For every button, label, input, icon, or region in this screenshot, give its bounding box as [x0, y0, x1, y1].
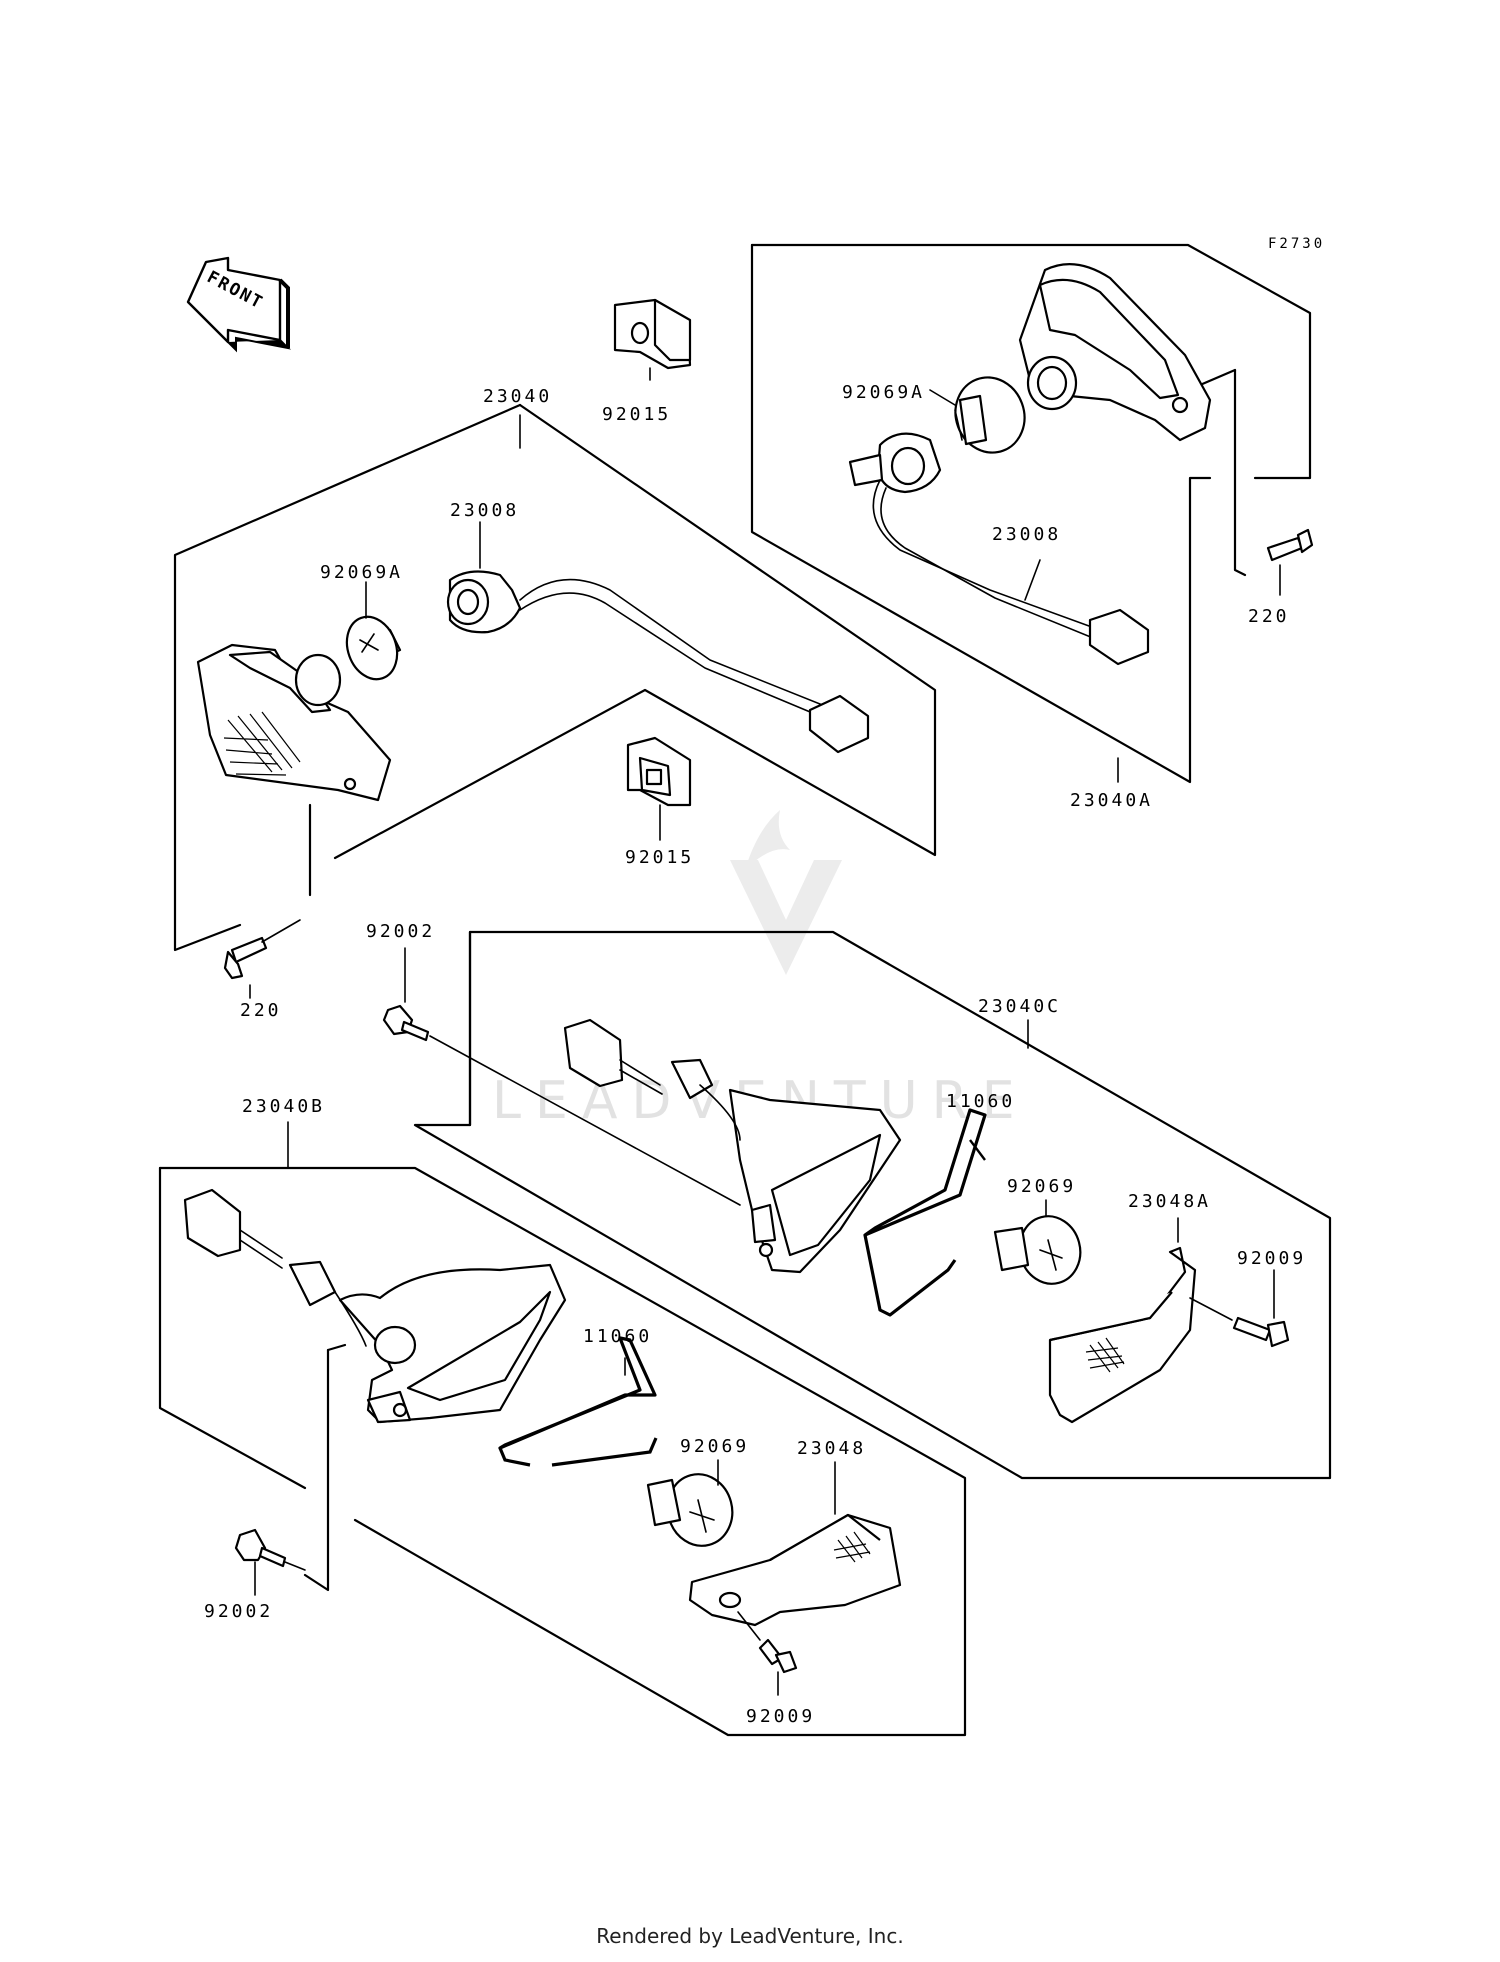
callout-92002-top: 92002	[366, 921, 435, 942]
callout-11060-left: 11060	[583, 1326, 652, 1347]
callout-92015-mid: 92015	[625, 847, 694, 868]
connector-23040c	[563, 1018, 714, 1100]
socket-23008-left	[446, 521, 870, 754]
bulb-92069-left	[646, 1459, 734, 1547]
screw-92009-right	[1189, 1269, 1290, 1348]
callout-23040: 23040	[483, 386, 552, 407]
bulb-92069-right	[993, 1199, 1082, 1285]
callout-92069a-right: 92069A	[842, 382, 925, 403]
callout-23040c: 23040C	[978, 996, 1061, 1017]
callout-92069a-left: 92069A	[320, 562, 403, 583]
turn-signal-housing-right	[1018, 263, 1212, 442]
screw-92002-bottom	[234, 1528, 306, 1596]
clip-92015-mid	[626, 736, 692, 841]
bulb-92069a-left	[345, 581, 402, 681]
callout-92009-right: 92009	[1237, 1248, 1306, 1269]
screw-220-left	[223, 919, 301, 999]
figure-code: F2730	[1268, 236, 1325, 252]
connector-23040b	[183, 1188, 337, 1307]
watermark: LEADVENTURE	[492, 810, 1015, 1131]
lens-23048	[688, 1461, 902, 1627]
group-23040c	[413, 930, 1332, 1480]
bulb-92069a-right	[929, 376, 1026, 454]
callout-92002-bottom: 92002	[204, 1601, 273, 1622]
screw-92009-bottom	[737, 1611, 798, 1696]
gasket-11060-left	[498, 1336, 658, 1467]
callout-11060-right: 11060	[946, 1091, 1015, 1112]
callout-23040b: 23040B	[242, 1096, 325, 1117]
group-23040b	[158, 1121, 967, 1737]
callout-23008-left: 23008	[450, 500, 519, 521]
front-arrow-icon: FRONT	[186, 256, 292, 353]
screw-92002-top	[382, 947, 741, 1206]
screw-220-right	[1266, 528, 1314, 596]
callout-23008-right: 23008	[992, 524, 1061, 545]
callout-23048a: 23048A	[1128, 1191, 1211, 1212]
socket-23008-right	[848, 432, 1150, 666]
clip-92015-top	[613, 298, 692, 381]
callout-92015-top: 92015	[602, 404, 671, 425]
callout-220-left: 220	[240, 1000, 282, 1021]
callout-92069-left: 92069	[680, 1436, 749, 1457]
turn-signal-housing-23040b	[334, 1263, 567, 1424]
turn-signal-housing-23040c	[699, 1084, 902, 1274]
callout-labels: 23040 92015 23008 92069A 92015 220 92069…	[204, 382, 1306, 1727]
render-credit: Rendered by LeadVenture, Inc.	[596, 1924, 903, 1948]
callout-92009-bottom: 92009	[746, 1706, 815, 1727]
callout-92069-right: 92069	[1007, 1176, 1076, 1197]
callout-23048: 23048	[797, 1438, 866, 1459]
group-23040a	[750, 243, 1312, 784]
gasket-11060-right	[863, 1108, 987, 1317]
callout-220-right: 220	[1248, 606, 1290, 627]
group-23040	[173, 403, 937, 952]
callout-23040a: 23040A	[1070, 790, 1153, 811]
turn-signal-lens-left	[196, 643, 392, 802]
